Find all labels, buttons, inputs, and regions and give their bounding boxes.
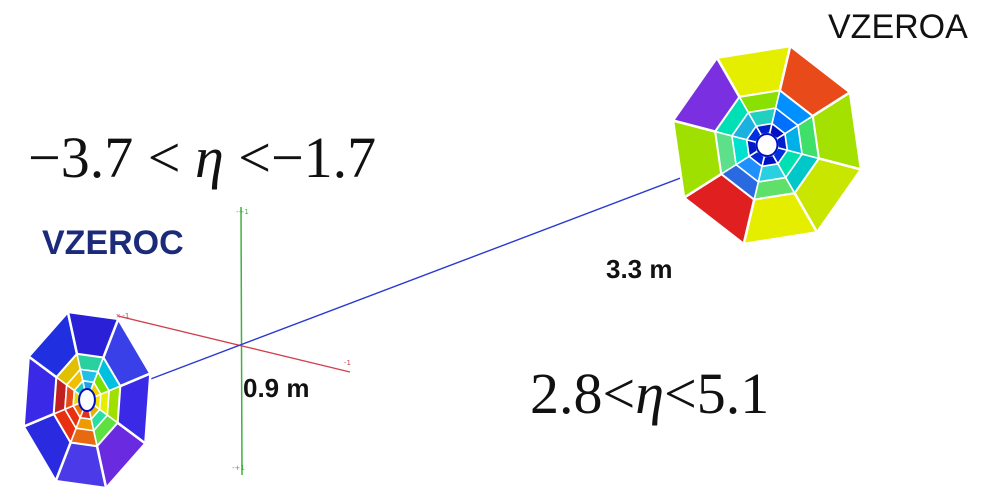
vzeroc-label: VZEROC <box>42 224 184 262</box>
vzeroc-detector-disk <box>21 309 153 491</box>
vzeroa-label: VZEROA <box>828 8 968 46</box>
eta-symbol: η <box>635 361 664 426</box>
vzeroc-distance-label: 0.9 m <box>243 373 310 403</box>
x-axis-line <box>117 315 351 373</box>
eta-min: 2.8 <box>530 361 603 426</box>
vzeroa-detector-disk <box>670 43 864 247</box>
vzeroc-eta-range: −3.7 < η <−1.7 <box>28 124 376 191</box>
axis-tick-mark: x -1 <box>116 312 129 320</box>
axis-tick-mark: -1 <box>344 359 351 367</box>
y-axis-line <box>240 206 243 476</box>
vzeroa-distance-label: 3.3 m <box>606 254 673 284</box>
eta-op: < <box>238 125 271 190</box>
eta-max: −1.7 <box>270 125 377 190</box>
eta-symbol: η <box>194 125 224 190</box>
eta-op: < <box>664 361 697 426</box>
axis-tick-mark: -+1 <box>232 464 245 472</box>
beam-pipe-hole <box>755 133 779 157</box>
vzeroa-eta-range: 2.8<η<5.1 <box>530 360 769 427</box>
eta-op: < <box>602 361 636 426</box>
eta-max: 5.1 <box>696 361 770 426</box>
beam-line <box>147 145 766 381</box>
eta-min: −3.7 <box>28 125 134 190</box>
eta-op: < <box>147 125 181 190</box>
axis-tick-mark: -+1 <box>236 208 249 216</box>
beam-pipe-hole <box>78 388 96 412</box>
coordinate-axes: -+1 -+1 x -1 -1 <box>116 145 766 476</box>
